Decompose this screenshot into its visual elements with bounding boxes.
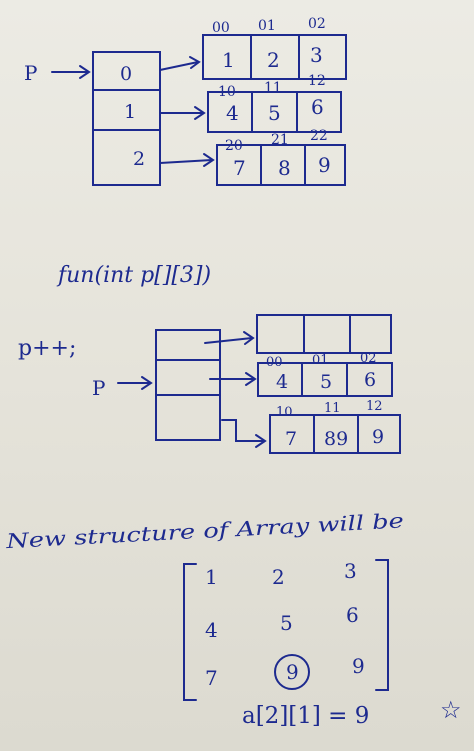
matrix-cell: 9 bbox=[286, 660, 299, 684]
row-array-2-1 bbox=[257, 362, 393, 397]
cell-value: 5 bbox=[320, 371, 332, 393]
matrix-cell: 2 bbox=[272, 565, 285, 589]
matrix-cell: 6 bbox=[346, 603, 359, 627]
cell-value: 8 bbox=[278, 156, 291, 180]
matrix-cell: 3 bbox=[344, 559, 357, 583]
row-arrowhead bbox=[245, 372, 257, 386]
cell-index: 10 bbox=[218, 84, 236, 100]
cell-value: 1 bbox=[222, 48, 235, 72]
matrix-cell: 9 bbox=[352, 654, 365, 678]
star-icon: ☆ bbox=[440, 696, 462, 724]
pointer-array-box bbox=[92, 51, 161, 186]
cell-value: 7 bbox=[285, 428, 297, 450]
cell-index: 02 bbox=[308, 16, 326, 32]
row-arrowhead bbox=[255, 434, 267, 448]
row-arrowhead bbox=[203, 153, 215, 167]
row-arrowhead bbox=[243, 331, 255, 345]
cell-index: 01 bbox=[258, 18, 276, 34]
cell-index: 21 bbox=[271, 132, 289, 148]
cell-index: 10 bbox=[276, 405, 293, 420]
pointer-label-2: P bbox=[92, 376, 105, 400]
row-array-1 bbox=[207, 91, 342, 133]
caption: New structure of Array will be bbox=[4, 508, 404, 553]
cell-index: 12 bbox=[366, 399, 383, 414]
cell-value: 4 bbox=[226, 101, 239, 125]
row-arrow-bent bbox=[221, 419, 265, 442]
row-arrowhead bbox=[189, 56, 201, 69]
cell-value: 4 bbox=[276, 371, 288, 393]
pointer-arrowhead bbox=[79, 65, 91, 79]
row-arrowhead bbox=[194, 106, 206, 120]
pointer-array-box-2 bbox=[155, 329, 221, 441]
row-arrow bbox=[159, 159, 213, 164]
cell-index: 11 bbox=[264, 80, 282, 96]
matrix-cell: 1 bbox=[205, 565, 218, 589]
row-index: 0 bbox=[120, 63, 132, 85]
result-expression: a[2][1] = 9 bbox=[242, 703, 369, 729]
row-arrow bbox=[159, 61, 199, 71]
cell-value: 6 bbox=[311, 95, 324, 119]
row-index: 1 bbox=[124, 101, 136, 123]
function-signature: fun(int p[][3]) bbox=[56, 263, 211, 288]
matrix-right-bracket bbox=[375, 559, 389, 691]
cell-index: 02 bbox=[360, 351, 377, 366]
row-index: 2 bbox=[133, 148, 145, 170]
cell-value: 7 bbox=[233, 156, 246, 180]
matrix-cell: 5 bbox=[280, 611, 293, 635]
cell-index: 00 bbox=[266, 355, 283, 370]
cell-index: 11 bbox=[324, 401, 341, 416]
cell-index: 22 bbox=[310, 128, 328, 144]
cell-value: 89 bbox=[324, 428, 348, 450]
highlight-circle bbox=[274, 654, 310, 690]
cell-value: 3 bbox=[310, 43, 323, 67]
row-arrow bbox=[204, 337, 253, 344]
matrix-left-bracket bbox=[183, 563, 197, 701]
row-array-2 bbox=[216, 144, 346, 186]
cell-index: 00 bbox=[212, 20, 230, 36]
cell-index: 12 bbox=[308, 73, 326, 89]
cell-value: 6 bbox=[364, 369, 376, 391]
row-array-2-2 bbox=[269, 414, 401, 454]
pointer-arrowhead bbox=[141, 376, 153, 390]
cell-index: 01 bbox=[312, 353, 329, 368]
cell-value: 9 bbox=[318, 153, 331, 177]
row-array-2-0 bbox=[256, 314, 392, 354]
cell-value: 9 bbox=[372, 426, 384, 448]
pointer-label: P bbox=[24, 61, 37, 85]
cell-value: 2 bbox=[267, 48, 280, 72]
row-array-0 bbox=[202, 34, 347, 80]
cell-index: 20 bbox=[225, 138, 243, 154]
matrix-cell: 7 bbox=[205, 666, 218, 690]
matrix-cell: 4 bbox=[205, 618, 218, 642]
cell-value: 5 bbox=[268, 101, 281, 125]
increment-statement: p++; bbox=[18, 336, 76, 361]
